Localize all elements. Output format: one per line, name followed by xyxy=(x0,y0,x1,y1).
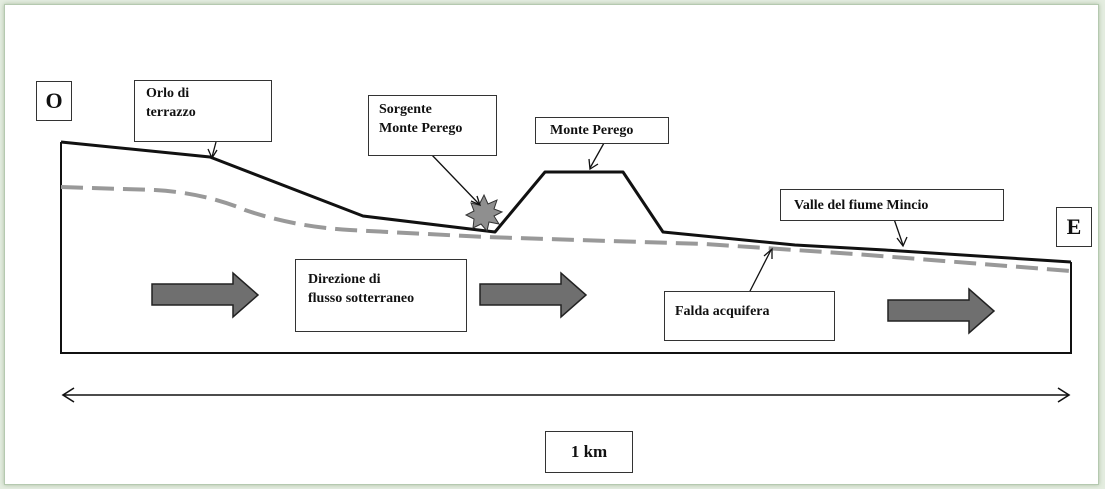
spring-icon xyxy=(464,193,504,233)
scale-arrowhead-right xyxy=(1057,387,1071,403)
cross-section-diagram xyxy=(60,140,1072,403)
flow-direction-label: Direzione di flusso sotterraneo xyxy=(295,259,467,332)
pointer-arrows xyxy=(207,141,908,296)
hill-label: Monte Perego xyxy=(535,117,669,144)
hill-pointer xyxy=(589,142,605,169)
flow-direction-label-line1: Direzione di xyxy=(308,272,381,287)
flow-direction-label-line2: flusso sotterraneo xyxy=(308,291,415,306)
flow-arrow-icon xyxy=(479,271,588,319)
terrace-edge-label: Orlo di terrazzo xyxy=(134,80,272,142)
scale-label: 1 km xyxy=(545,431,633,473)
valley-pointer xyxy=(893,218,904,246)
diagram-frame: O E Orlo di terrazzo Sorgente Monte Pere… xyxy=(4,4,1099,485)
spring-label-line2: Monte Perego xyxy=(379,121,463,136)
water-table-label: Falda acquifera xyxy=(664,291,835,341)
west-label: O xyxy=(36,81,72,121)
terrain-profile-line xyxy=(60,140,1072,264)
spring-label-line1: Sorgente xyxy=(379,102,432,117)
water-table-pointer xyxy=(747,249,772,296)
spring-label: Sorgente Monte Perego xyxy=(368,95,497,156)
east-label: E xyxy=(1056,207,1092,247)
flow-arrow-icon xyxy=(151,271,260,319)
terrace-edge-label-line2: terrazzo xyxy=(146,105,196,120)
flow-arrow-icon xyxy=(887,287,996,335)
scale-arrowhead-left xyxy=(61,387,75,403)
flow-arrows xyxy=(151,271,996,335)
water-table-line xyxy=(60,185,1072,273)
section-block-outline xyxy=(60,142,1072,354)
scale-bar xyxy=(61,387,1071,403)
spring-pointer xyxy=(430,153,480,205)
terrace-edge-label-line1: Orlo di xyxy=(146,86,190,101)
valley-label: Valle del fiume Mincio xyxy=(780,189,1004,221)
terrace-pointer xyxy=(211,141,217,158)
